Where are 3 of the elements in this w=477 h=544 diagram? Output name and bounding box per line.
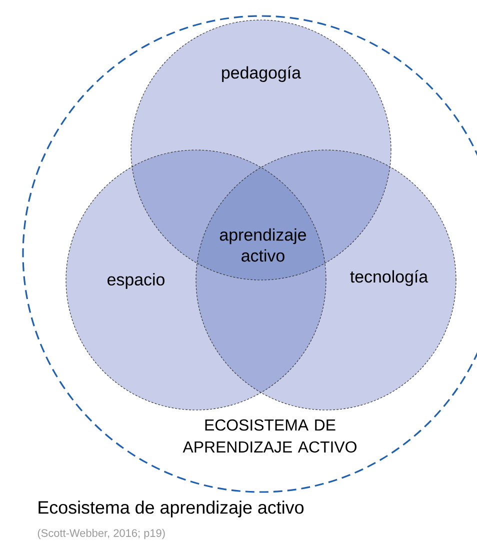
overlap-label: aprendizaje activo xyxy=(220,228,306,262)
caption: Ecosistema de aprendizaje activo xyxy=(38,500,304,518)
citation: (Scott-Webber, 2016; p19) xyxy=(38,528,165,540)
